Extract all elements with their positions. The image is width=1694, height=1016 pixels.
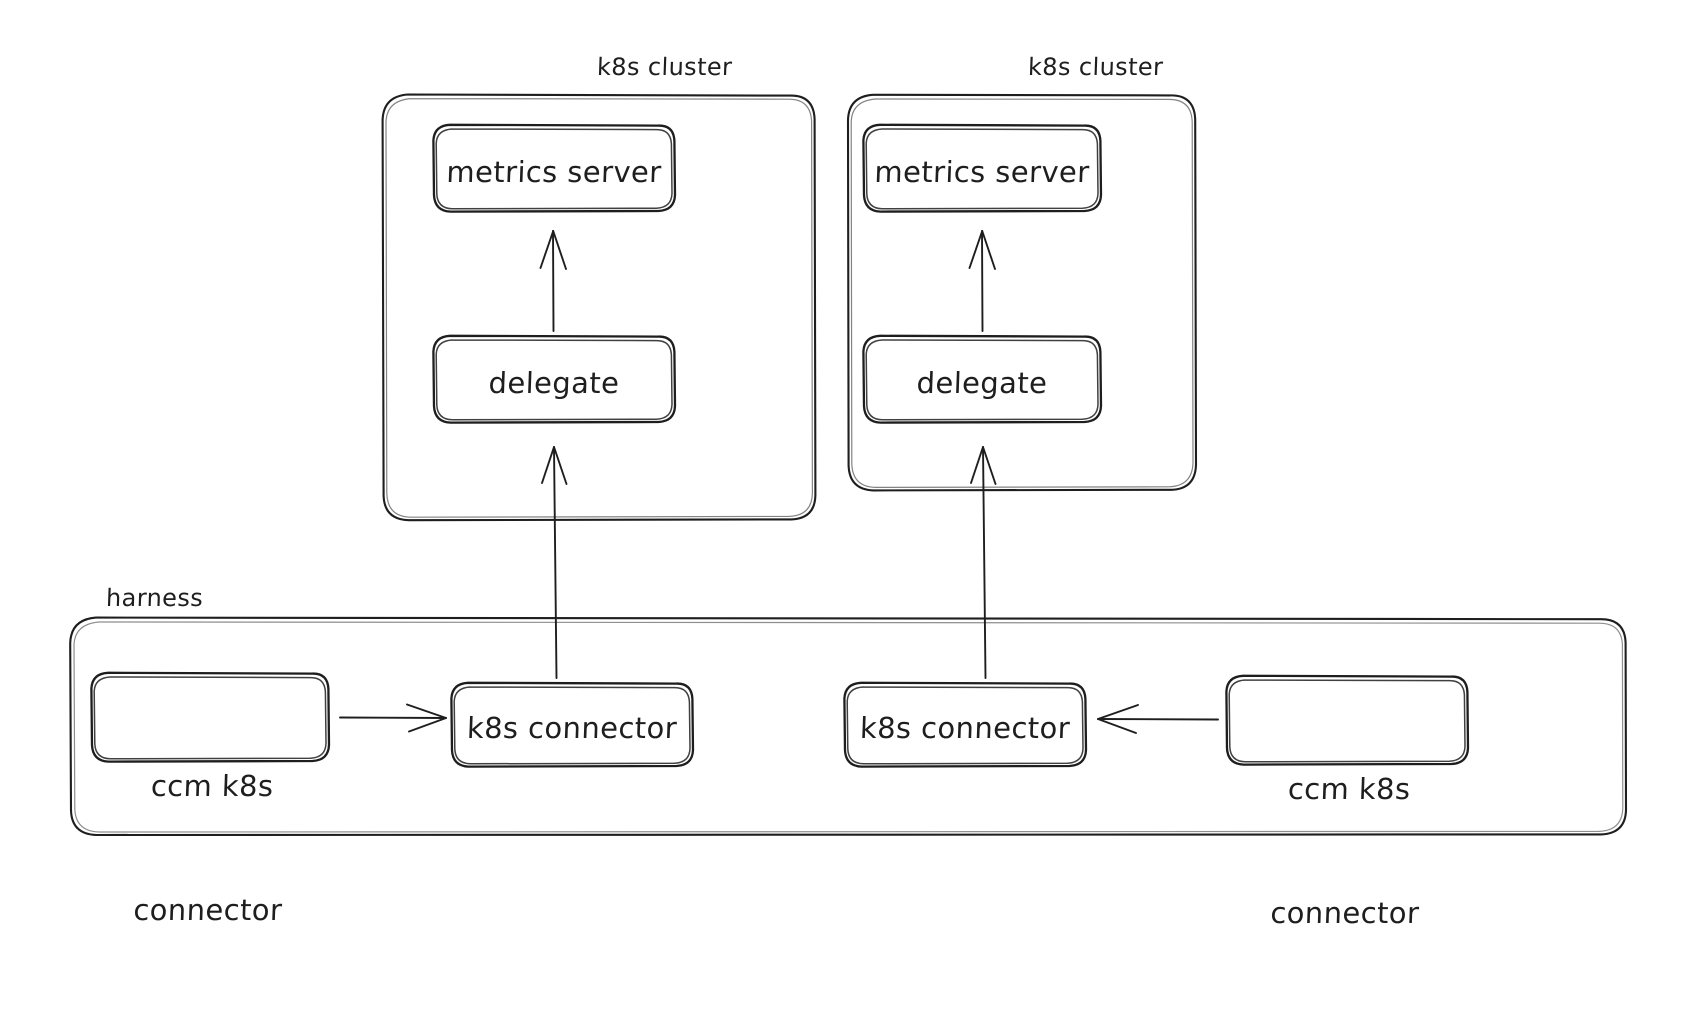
node-delegate-left[interactable] [432,334,677,424]
harness-title: harness [105,584,204,612]
edge-delegate-left-to-metrics-server-left [539,230,567,332]
cluster-left-container [381,93,817,522]
node-k8s-connector-left[interactable] [450,681,695,768]
node-delegate-right[interactable] [862,334,1103,424]
edge-k8s-connector-left-to-delegate-left [541,446,568,679]
metrics-server-right-label: metrics server [873,155,1091,189]
harness-container [69,616,1628,837]
cluster-right-container [846,93,1198,492]
cluster-right-title: k8s cluster [1027,53,1164,81]
cluster-left-title: k8s cluster [596,53,733,81]
ccm-connector-left-line2: connector [132,892,283,927]
edge-delegate-right-to-metrics-server-right [968,230,996,332]
node-ccm-connector-left[interactable] [90,671,331,763]
edge-ccm-connector-left-to-k8s-connector-left [339,703,447,733]
ccm-connector-left-label: ccm k8s connector [85,684,335,1013]
node-metrics-server-right[interactable] [862,123,1103,213]
metrics-server-left-label: metrics server [445,155,663,189]
edge-ccm-connector-right-to-k8s-connector-right [1097,704,1219,734]
k8s-connector-right-label: k8s connector [859,711,1071,745]
k8s-connector-left-label: k8s connector [466,711,678,745]
delegate-left-label: delegate [488,366,620,400]
node-ccm-connector-right[interactable] [1225,674,1470,766]
diagram-svg [69,93,1628,837]
delegate-right-label: delegate [916,366,1048,400]
ccm-connector-right-line2: connector [1269,895,1420,930]
diagram-canvas: k8s cluster k8s cluster harness metrics … [69,53,1628,930]
node-metrics-server-left[interactable] [432,123,677,213]
ccm-connector-right-line1: ccm k8s [1287,772,1412,807]
ccm-connector-left-line1: ccm k8s [150,769,275,804]
ccm-connector-right-label: ccm k8s connector [1220,687,1474,1016]
edge-k8s-connector-right-to-delegate-right [970,446,997,679]
node-k8s-connector-right[interactable] [843,681,1088,768]
